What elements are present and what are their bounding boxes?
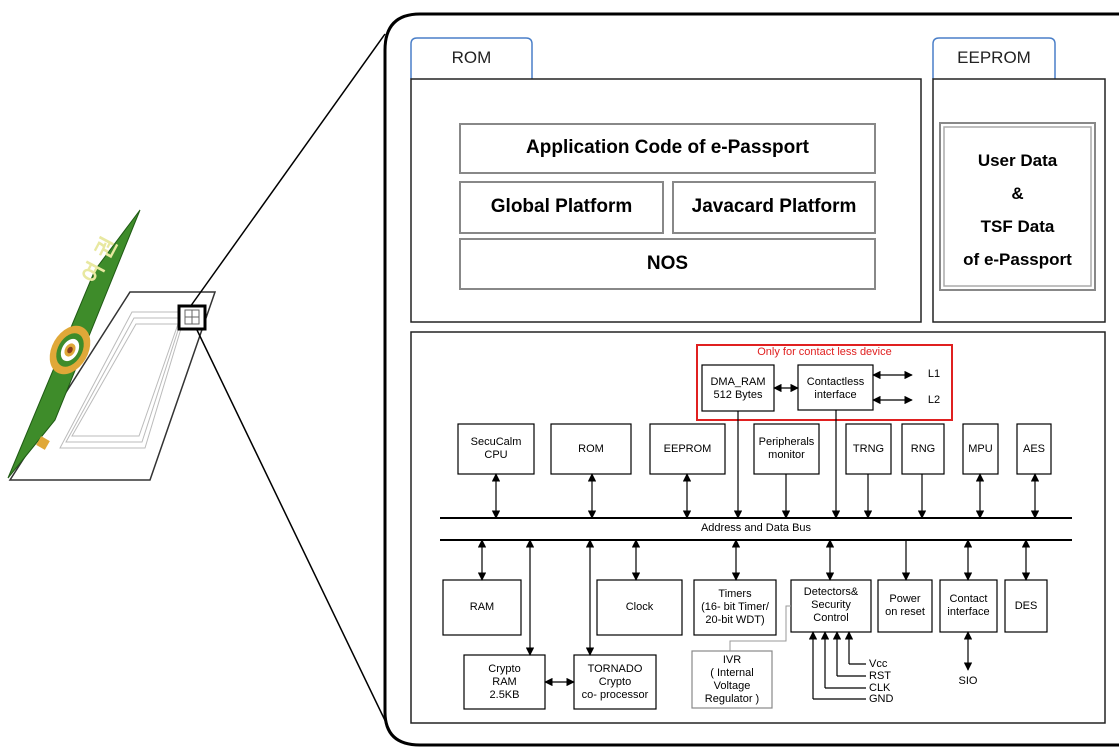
eeprom-block-label: EEPROM [663,443,712,455]
crypto-ram-block [463,654,546,710]
rom-tab [410,37,533,79]
eeprom-tab-label: EEPROM [957,48,1031,67]
signal-rst-label: RST [869,670,891,682]
pin-l2-label: L2 [927,394,941,406]
javacard-platform-box [672,181,876,234]
ivr-link [729,605,791,651]
power-on-reset-block [877,579,933,633]
ram-label: RAM [469,601,495,613]
timers-block [693,579,777,636]
rom-tab-label: ROM [451,48,492,67]
signal-vcc-label: Vcc [869,658,888,670]
contactless-region [696,344,953,421]
contact-interface-block [939,579,998,633]
ram-block [442,579,522,636]
chip-icon [184,309,200,325]
trng-label: TRNG [852,443,885,455]
user-data-box-inner [943,126,1092,287]
mpu-label: MPU [968,443,993,455]
global-platform-box [459,181,664,234]
user-data-box-outer [939,122,1096,291]
signal-gnd-label: GND [869,693,894,705]
tornado-block [573,654,657,710]
mpu-block [962,423,999,475]
user-data-text: User Data & TSF Data of e-Passport [963,151,1072,269]
eeprom-tab [932,37,1056,79]
pin-l1-label: L1 [927,368,941,380]
aes-label: AES [1022,443,1045,455]
contactless-interface-block [797,364,874,411]
des-label: DES [1014,600,1038,612]
cpu-block [457,423,535,475]
passport-emblem [49,325,91,375]
antenna-coil [59,311,187,449]
clock-label: Clock [625,601,654,613]
nos-label: NOS [646,253,689,274]
rng-block [901,423,945,475]
rom-block-label: ROM [578,443,604,455]
clock-block [596,579,683,636]
zoom-line-bottom [196,329,393,736]
ivr-block [691,650,773,709]
contactless-note: Only for contact less device [757,346,892,358]
javacard-platform-label: Javacard Platform [691,196,857,217]
zoom-line-top [189,33,386,308]
signal-clk-label: CLK [869,682,891,694]
detectors-block [790,579,872,633]
application-code-label: Application Code of e-Passport [526,137,809,158]
rng-label: RNG [910,443,936,455]
passport-illustration: 여 권 [7,209,217,481]
chip-symbol [36,436,50,450]
application-code-box [459,123,876,174]
connections [477,370,1040,700]
peripherals-monitor-block [753,423,820,475]
sio-label: SIO [958,675,978,687]
global-platform-label: Global Platform [490,196,633,217]
aes-block [1016,423,1052,475]
timers-label: Timers(16- bit Timer/20-bit WDT) [701,588,769,626]
zoom-frame [383,12,1119,747]
bus-label: Address and Data Bus [700,522,812,534]
nos-box [459,238,876,290]
